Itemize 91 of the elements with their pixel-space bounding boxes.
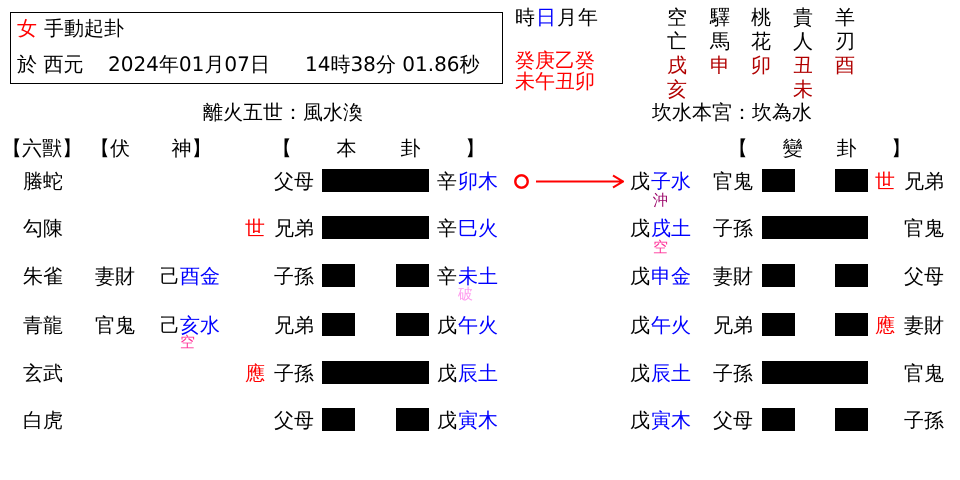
pillar-header: 時	[515, 6, 535, 28]
star-name-header: 貴人	[793, 5, 813, 53]
stem-label: 戊	[630, 314, 650, 336]
relation-label: 兄弟	[713, 314, 753, 336]
relation-label: 子孫	[274, 265, 314, 287]
hexagram-title: 坎水本宮：坎為水	[652, 101, 812, 123]
branch-label: 午火	[458, 314, 498, 336]
star-name-header: 桃花	[751, 5, 771, 53]
shi-ying-marker: 世	[245, 217, 265, 239]
branch-label: 戌土	[651, 217, 691, 239]
six-beast-label: 朱雀	[23, 265, 63, 287]
stem-label: 己	[160, 314, 180, 336]
relation-label: 兄弟	[274, 217, 314, 239]
branch-label: 辰土	[458, 362, 498, 384]
branch-label: 未土	[458, 265, 498, 287]
star-name-header: 羊刃	[835, 5, 855, 53]
star-branch-value: 酉	[835, 54, 855, 76]
branch-label: 寅木	[458, 409, 498, 431]
ring-icon	[514, 174, 529, 189]
relation-label: 妻財	[713, 265, 753, 287]
date-prefix-label: 於 西元	[17, 53, 84, 75]
hexagram-title: 離火五世：風水渙	[203, 101, 363, 123]
info-box	[10, 12, 503, 84]
relation-label: 官鬼	[713, 170, 753, 192]
method-label: 手動起卦	[44, 17, 124, 39]
star-name-header: 驛馬	[710, 5, 730, 53]
gender-label: 女	[17, 17, 37, 39]
stem-label: 辛	[437, 217, 457, 239]
shi-ying-marker: 應	[875, 314, 895, 336]
status-note: 空	[180, 334, 195, 350]
stem-label: 辛	[437, 170, 457, 192]
column-header: 【伏 神】	[90, 137, 212, 159]
relation-label: 妻財	[95, 265, 135, 287]
star-branch-value: 丑未	[793, 53, 813, 101]
stem-label: 戊	[630, 217, 650, 239]
relation-label: 父母	[713, 409, 753, 431]
stem-label: 辛	[437, 265, 457, 287]
star-name-header: 空亡	[667, 5, 687, 53]
status-note: 空	[653, 240, 668, 254]
star-branch-value: 戌亥	[667, 53, 687, 101]
date-label: 2024年01月07日	[108, 53, 270, 75]
stem-label: 戊	[630, 362, 650, 384]
relation-label: 父母	[904, 265, 944, 287]
six-beast-label: 白虎	[23, 409, 63, 431]
branch-label: 酉金	[180, 265, 220, 287]
branch-label: 辰土	[651, 362, 691, 384]
relation-label: 子孫	[904, 409, 944, 431]
pillar-header: 日	[536, 6, 556, 28]
relation-label: 官鬼	[95, 314, 135, 336]
shi-ying-marker: 世	[875, 170, 895, 192]
branch-label: 卯木	[458, 170, 498, 192]
relation-label: 妻財	[904, 314, 944, 336]
relation-label: 子孫	[713, 217, 753, 239]
six-beast-label: 螣蛇	[23, 170, 63, 192]
pillar-branches: 未午丑卯	[515, 70, 595, 92]
branch-label: 申金	[651, 265, 691, 287]
status-note: 破	[458, 286, 473, 302]
branch-label: 亥水	[180, 314, 220, 336]
relation-label: 子孫	[274, 362, 314, 384]
column-header: 【 變 卦 】	[728, 137, 912, 159]
stem-label: 戊	[630, 265, 650, 287]
six-beast-label: 玄武	[23, 362, 63, 384]
branch-label: 寅木	[651, 409, 691, 431]
star-branch-value: 卯	[751, 54, 771, 76]
relation-label: 子孫	[713, 362, 753, 384]
star-branch-value: 申	[710, 54, 730, 76]
stem-label: 戊	[437, 362, 457, 384]
time-label: 14時38分 01.86秒	[305, 53, 480, 75]
relation-label: 官鬼	[904, 362, 944, 384]
pillar-header: 月	[557, 6, 577, 28]
branch-label: 子水	[651, 170, 691, 192]
arrow	[536, 174, 624, 188]
stem-label: 戊	[630, 409, 650, 431]
relation-label: 父母	[274, 409, 314, 431]
stem-label: 己	[160, 265, 180, 287]
shi-ying-marker: 應	[245, 362, 265, 384]
branch-label: 午火	[651, 314, 691, 336]
status-note: 沖	[653, 192, 668, 208]
pillar-header: 年	[578, 6, 598, 28]
stem-label: 戊	[437, 409, 457, 431]
column-header: 【六獸】	[2, 137, 82, 159]
relation-label: 父母	[274, 170, 314, 192]
relation-label: 官鬼	[904, 217, 944, 239]
relation-label: 兄弟	[904, 170, 944, 192]
column-header: 【 本 卦 】	[272, 137, 486, 159]
stem-label: 戊	[630, 170, 650, 192]
stem-label: 戊	[437, 314, 457, 336]
relation-label: 兄弟	[274, 314, 314, 336]
branch-label: 巳火	[458, 217, 498, 239]
six-beast-label: 青龍	[23, 314, 63, 336]
six-beast-label: 勾陳	[23, 217, 63, 239]
